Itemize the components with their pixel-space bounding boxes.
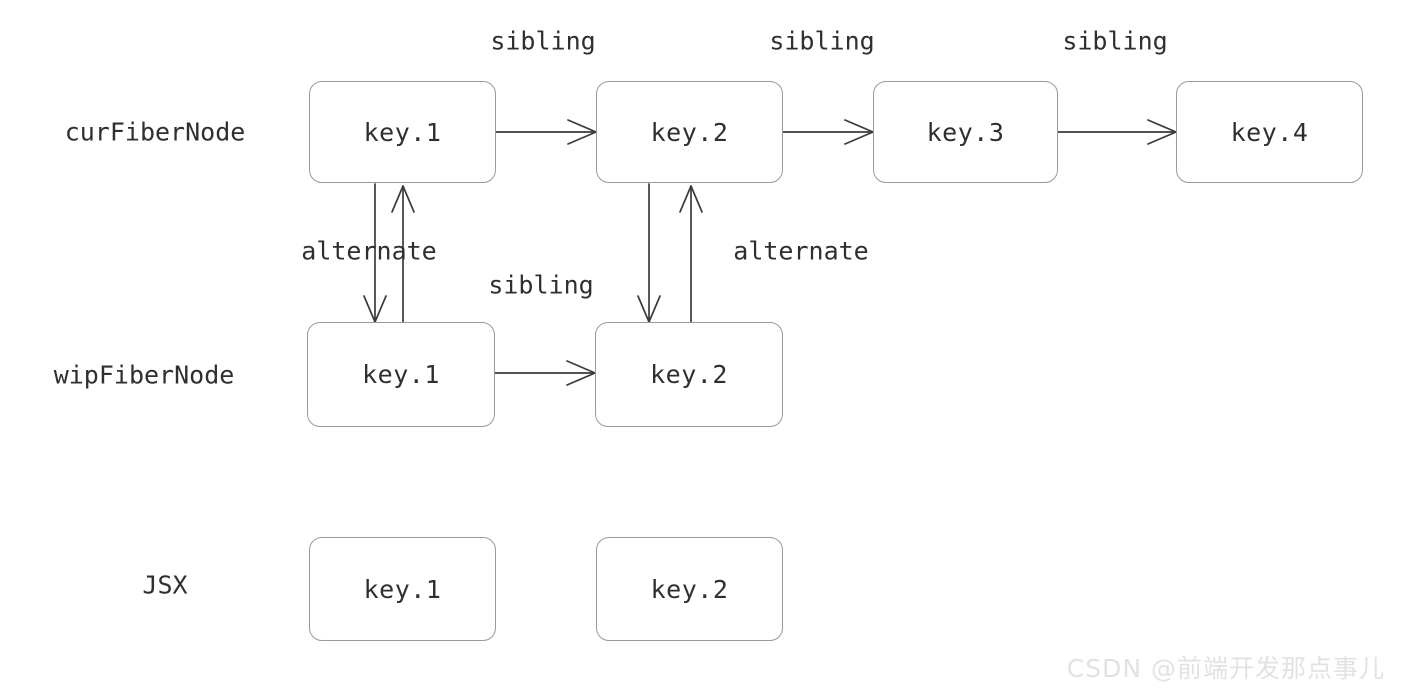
- arrow-cur-key1-to-key2: [495, 119, 597, 145]
- node-label: key.1: [363, 117, 442, 147]
- node-label: key.4: [1230, 117, 1309, 147]
- row-label-jsx: JSX: [142, 570, 188, 600]
- node-jsx-key1[interactable]: key.1: [309, 537, 496, 641]
- arrow-cur-key2-to-key3: [782, 119, 874, 145]
- node-label: key.2: [650, 117, 729, 147]
- node-cur-key1[interactable]: key.1: [309, 81, 496, 183]
- arrow-wip-key1-to-key2: [494, 360, 596, 386]
- edge-label-alternate-right: alternate: [733, 236, 869, 266]
- node-label: key.1: [362, 360, 440, 389]
- node-jsx-key2[interactable]: key.2: [596, 537, 783, 641]
- watermark: CSDN @前端开发那点事儿: [1066, 654, 1385, 683]
- node-cur-key2[interactable]: key.2: [596, 81, 783, 183]
- node-label: key.1: [363, 574, 442, 604]
- arrow-alternate-wip-key2-up: [679, 185, 703, 323]
- edge-label-sibling-cur-2: sibling: [769, 26, 875, 56]
- arrow-cur-key3-to-key4: [1057, 119, 1177, 145]
- row-label-cur-fiber-node: curFiberNode: [64, 117, 246, 147]
- node-cur-key4[interactable]: key.4: [1176, 81, 1363, 183]
- row-label-wip-fiber-node: wipFiberNode: [53, 360, 235, 390]
- node-wip-key1[interactable]: key.1: [307, 322, 495, 427]
- node-label: key.3: [926, 117, 1005, 147]
- edge-label-alternate-left: alternate: [301, 236, 437, 266]
- node-label: key.2: [650, 360, 728, 389]
- node-wip-key2[interactable]: key.2: [595, 322, 783, 427]
- node-cur-key3[interactable]: key.3: [873, 81, 1058, 183]
- edge-label-sibling-wip: sibling: [488, 270, 594, 300]
- edge-label-sibling-cur-1: sibling: [490, 26, 596, 56]
- arrow-alternate-cur-key2-down: [637, 183, 661, 323]
- node-label: key.2: [650, 574, 729, 604]
- edge-label-sibling-cur-3: sibling: [1062, 26, 1168, 56]
